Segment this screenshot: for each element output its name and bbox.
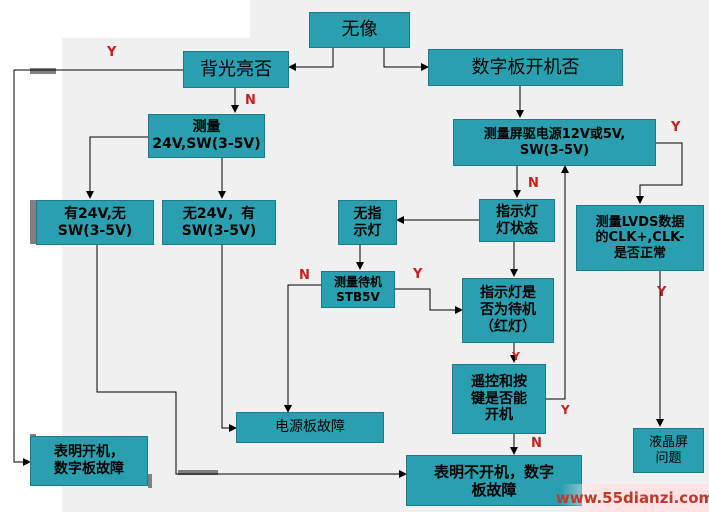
box-digital-board: 数字板开机否: [428, 49, 623, 86]
label-no: N: [245, 93, 256, 108]
label-yes: Y: [107, 45, 117, 60]
box-no-indicator: 无指 示灯: [338, 200, 397, 245]
box-measure-panel-power: 测量屏驱电源12V或5V, SW(3-5V): [453, 119, 656, 166]
label-yes: Y: [512, 350, 520, 363]
box-lvds: 测量LVDS数据 的CLK+,CLK- 是否正常: [576, 205, 704, 271]
box-standby: 测量待机 STB5V: [321, 271, 395, 308]
box-lcd-problem: 液晶屏 问题: [633, 428, 704, 473]
box-no-boot-digital-fault: 表明不开机，数字 板故障: [406, 455, 582, 506]
label-yes: Y: [413, 267, 423, 282]
box-boots-digital-fault: 表明开机， 数字板故障: [30, 436, 148, 486]
box-indicator-state: 指示灯 灯状态: [479, 199, 555, 242]
shadow-bar: [30, 68, 56, 74]
shadow-bar: [178, 470, 218, 475]
box-measure-24v: 测量 24V,SW(3-5V): [148, 114, 265, 158]
box-power-fault: 电源板故障: [236, 412, 384, 443]
shadow-bar: [148, 474, 152, 488]
box-has-24v: 有24V,无 SW(3-5V): [36, 200, 154, 245]
box-no-24v: 无24V，有 SW(3-5V): [162, 200, 276, 245]
box-indicator-standby: 指示灯是 否为待机 （红灯）: [462, 278, 554, 343]
box-remote-keys: 遥控和按 键是否能 开机: [452, 364, 546, 434]
box-no-image: 无像: [309, 12, 410, 48]
box-backlight: 背光亮否: [183, 51, 289, 88]
label-no: N: [531, 436, 542, 451]
label-yes: Y: [657, 285, 667, 300]
label-no: N: [299, 268, 310, 283]
watermark: www.55dianzi.com: [556, 484, 709, 512]
label-no: N: [528, 176, 539, 191]
shadow-bar: [30, 200, 36, 244]
label-yes: Y: [561, 403, 570, 417]
label-yes: Y: [671, 120, 681, 135]
